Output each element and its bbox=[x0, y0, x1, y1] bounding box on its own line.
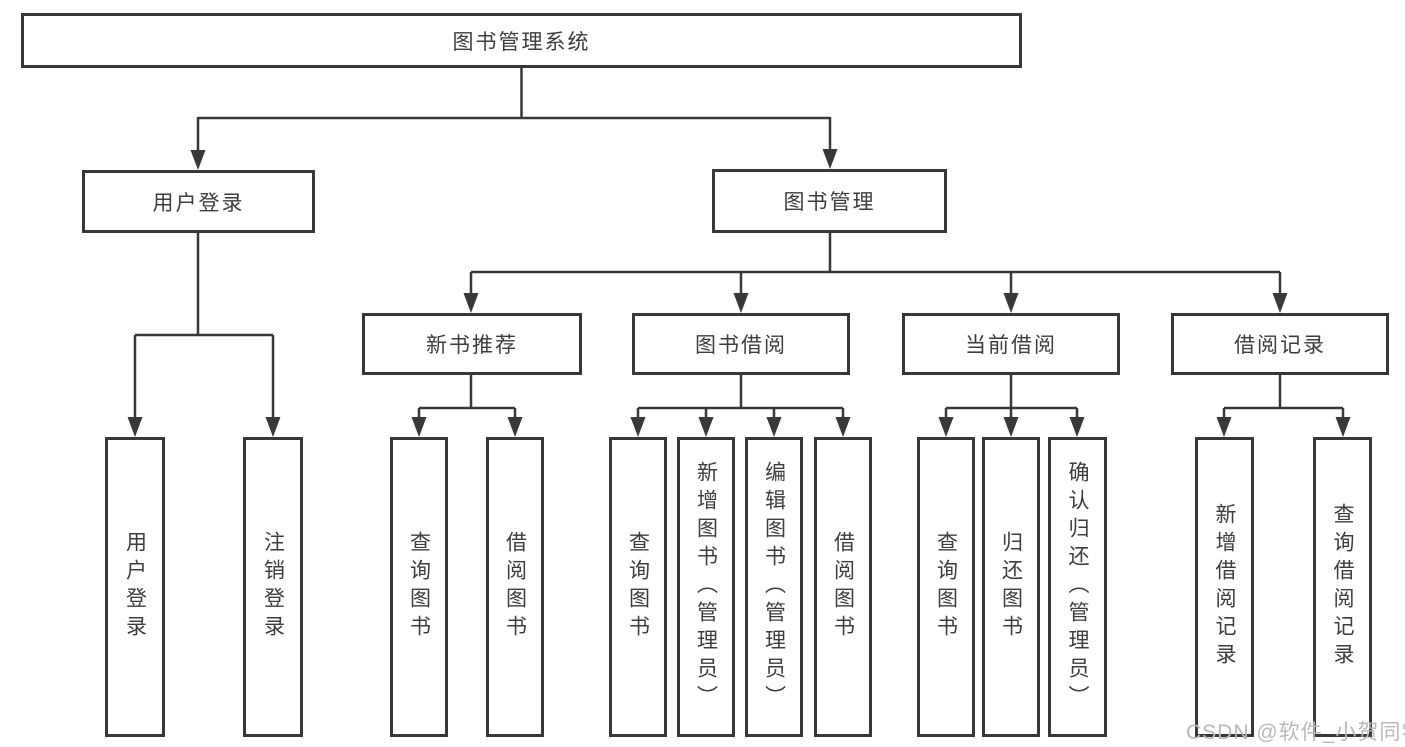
leaf-query-books-borrow-label: 查询图书 bbox=[626, 531, 650, 643]
leaf-query-borrow-record-label: 查询借阅记录 bbox=[1331, 503, 1354, 671]
leaf-add-book-admin-label: 新增图书（管理员） bbox=[694, 461, 718, 713]
leaf-return-book: 归还图书 bbox=[982, 437, 1040, 737]
leaf-confirm-return-admin: 确认归还（管理员） bbox=[1048, 437, 1107, 737]
connector-book-borrow-children bbox=[630, 374, 851, 437]
leaf-borrow-books-label: 借阅图书 bbox=[831, 531, 855, 643]
leaf-query-books-current: 查询图书 bbox=[917, 437, 975, 737]
node-book-borrow-label: 图书借阅 bbox=[695, 334, 787, 357]
leaf-add-borrow-record: 新增借阅记录 bbox=[1195, 437, 1254, 737]
leaf-query-books-current-label: 查询图书 bbox=[934, 531, 958, 643]
node-root-label: 图书管理系统 bbox=[452, 30, 591, 54]
leaf-borrow-books-recommend-label: 借阅图书 bbox=[503, 531, 527, 643]
node-borrow-records: 借阅记录 bbox=[1171, 313, 1389, 375]
leaf-logout-label: 注销登录 bbox=[261, 531, 285, 643]
leaf-add-borrow-record-label: 新增借阅记录 bbox=[1213, 503, 1236, 671]
leaf-borrow-books-recommend: 借阅图书 bbox=[486, 437, 544, 737]
leaf-query-books-recommend-label: 查询图书 bbox=[407, 531, 431, 643]
node-current-borrow-label: 当前借阅 bbox=[965, 334, 1057, 357]
node-new-book-recommend-label: 新书推荐 bbox=[426, 334, 518, 357]
node-root: 图书管理系统 bbox=[21, 13, 1022, 68]
node-book-management-label: 图书管理 bbox=[783, 191, 876, 214]
watermark: CSDN @软件_小贺同学 bbox=[1186, 721, 1405, 744]
node-user-login: 用户登录 bbox=[82, 170, 315, 233]
connector-new-book-recommend-children bbox=[411, 374, 523, 437]
leaf-logout: 注销登录 bbox=[243, 437, 303, 737]
connector-root-to-level2 bbox=[190, 68, 838, 170]
node-user-login-label: 用户登录 bbox=[152, 191, 245, 215]
leaf-edit-book-admin: 编辑图书（管理员） bbox=[745, 437, 803, 737]
connector-current-borrow-children bbox=[938, 374, 1085, 437]
leaf-query-borrow-record: 查询借阅记录 bbox=[1313, 437, 1372, 737]
leaf-borrow-books: 借阅图书 bbox=[814, 437, 872, 737]
node-new-book-recommend: 新书推荐 bbox=[362, 313, 582, 375]
connector-book-management-children bbox=[463, 233, 1288, 313]
leaf-user-login: 用户登录 bbox=[105, 437, 165, 737]
leaf-return-book-label: 归还图书 bbox=[999, 531, 1023, 643]
leaf-confirm-return-admin-label: 确认归还（管理员） bbox=[1066, 461, 1089, 713]
connector-borrow-records-children bbox=[1216, 374, 1351, 437]
leaf-query-books-borrow: 查询图书 bbox=[609, 437, 667, 737]
leaf-edit-book-admin-label: 编辑图书（管理员） bbox=[762, 461, 786, 713]
node-book-management: 图书管理 bbox=[712, 169, 947, 233]
leaf-user-login-label: 用户登录 bbox=[123, 531, 147, 643]
leaf-add-book-admin: 新增图书（管理员） bbox=[677, 437, 735, 737]
node-current-borrow: 当前借阅 bbox=[902, 313, 1120, 375]
node-borrow-records-label: 借阅记录 bbox=[1234, 334, 1326, 357]
node-book-borrow: 图书借阅 bbox=[632, 313, 850, 375]
leaf-query-books-recommend: 查询图书 bbox=[390, 437, 448, 737]
connector-user-login-children bbox=[127, 233, 281, 437]
